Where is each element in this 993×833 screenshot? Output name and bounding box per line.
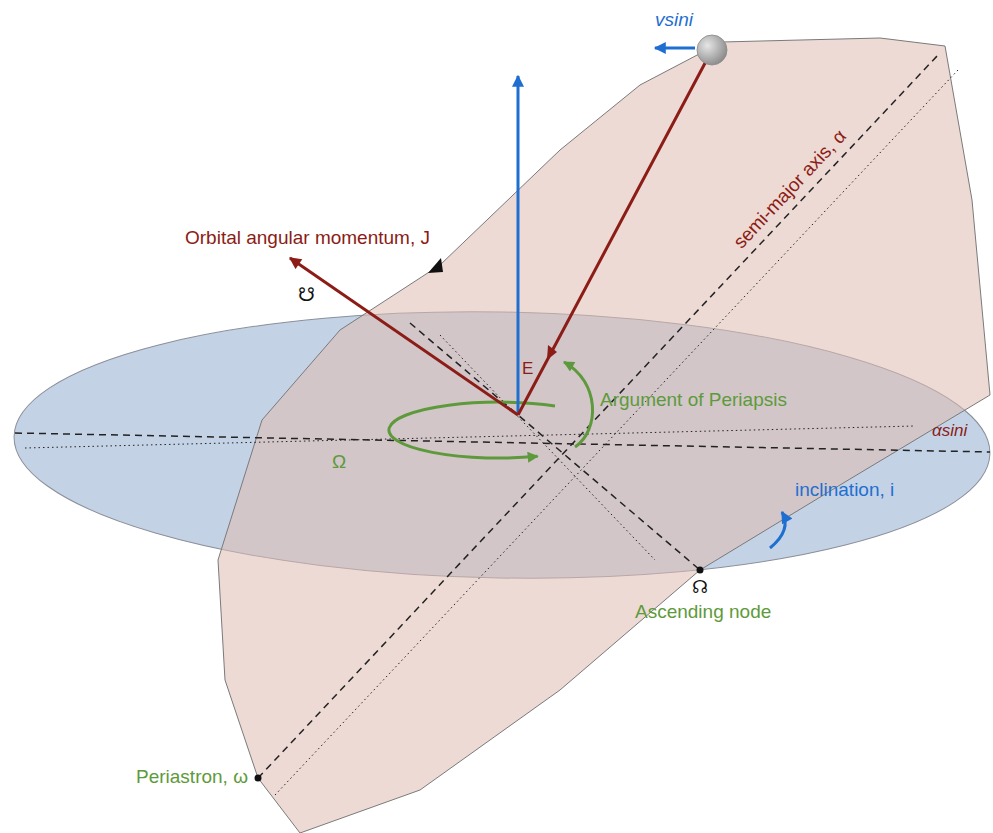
orbit-label: Ω: [332, 452, 346, 473]
major-axis: [258, 55, 938, 778]
line-of-nodes: [410, 323, 700, 570]
radius-line: [518, 50, 712, 415]
orbit-label: semi-major axis, α: [729, 126, 850, 253]
reference-axis-dotted: [25, 426, 915, 448]
orbital-plane: [218, 38, 990, 833]
velocity-arrow: [655, 47, 695, 50]
orbit-label: ☊: [692, 577, 708, 597]
orbit-label: vsini: [655, 10, 693, 31]
periastron-dot: [255, 775, 262, 782]
radius-arrowhead: [547, 345, 557, 360]
orbit-label: Orbital angular momentum, J: [185, 228, 430, 249]
orbit-label: Periastron, ω: [136, 767, 248, 788]
inclination-arc: [770, 512, 785, 548]
orbit-label: Argument of Periapsis: [600, 390, 787, 411]
longitude-node-arc: [389, 402, 555, 458]
orbit-label: inclination, i: [795, 480, 894, 501]
vertical-axis-arrow: [517, 76, 520, 415]
line-of-nodes-dotted: [440, 335, 655, 560]
motion-arrowhead: [428, 258, 443, 273]
ascending-node-dot: [697, 567, 704, 574]
planet: [697, 35, 727, 65]
orbit-label: ☋: [298, 284, 315, 305]
orbital-plane-group: [218, 38, 990, 833]
major-axis-dotted: [275, 70, 958, 795]
periapsis-arc: [564, 362, 593, 447]
orbit-label: αsini: [932, 422, 967, 441]
orbit-label: E: [522, 360, 533, 379]
angular-momentum-arrow: [290, 258, 518, 415]
orbit-label: Ascending node: [635, 602, 771, 623]
